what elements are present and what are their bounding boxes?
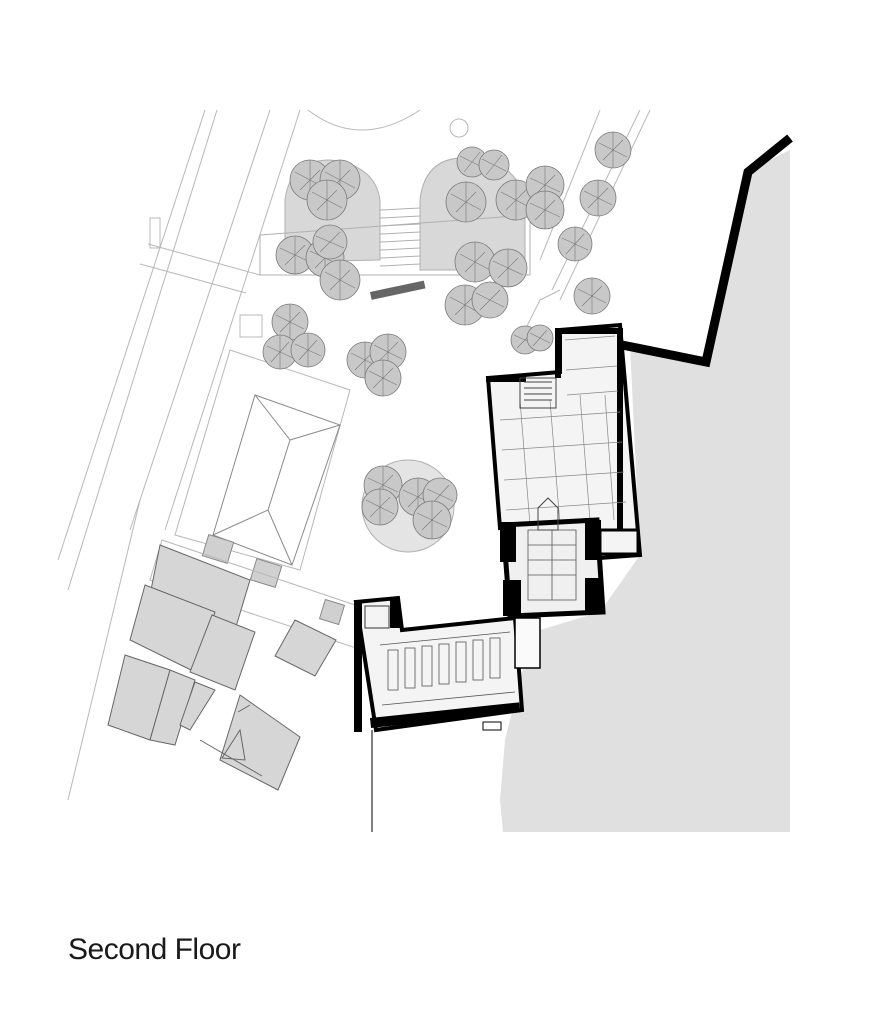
tree-icon (525, 190, 565, 230)
building-core (500, 497, 640, 619)
neighbouring-building (149, 314, 371, 651)
tree-icon (526, 324, 554, 352)
tree-icon (445, 181, 487, 223)
tree-icon (594, 131, 632, 169)
tree-icon (478, 149, 510, 181)
tree-icon (262, 334, 298, 370)
tree-icon (573, 277, 611, 315)
tree-icon (271, 303, 309, 341)
quay-wall (621, 134, 793, 368)
tree-icon (557, 226, 593, 262)
tree-icon (412, 500, 452, 540)
tree-icon (579, 179, 617, 217)
tree-icon (361, 488, 399, 526)
building-lower-wing (353, 595, 541, 832)
tree-icon (306, 179, 348, 221)
trees (262, 131, 632, 540)
tree-icon (488, 248, 528, 288)
tree-icon (312, 224, 348, 260)
houses (107, 544, 337, 791)
tree-icon (454, 241, 496, 283)
tree-icon (319, 259, 361, 301)
plan-caption: Second Floor (68, 933, 241, 966)
tree-icon (364, 359, 402, 397)
tree-icon (471, 281, 509, 319)
tree-icon (290, 332, 326, 368)
